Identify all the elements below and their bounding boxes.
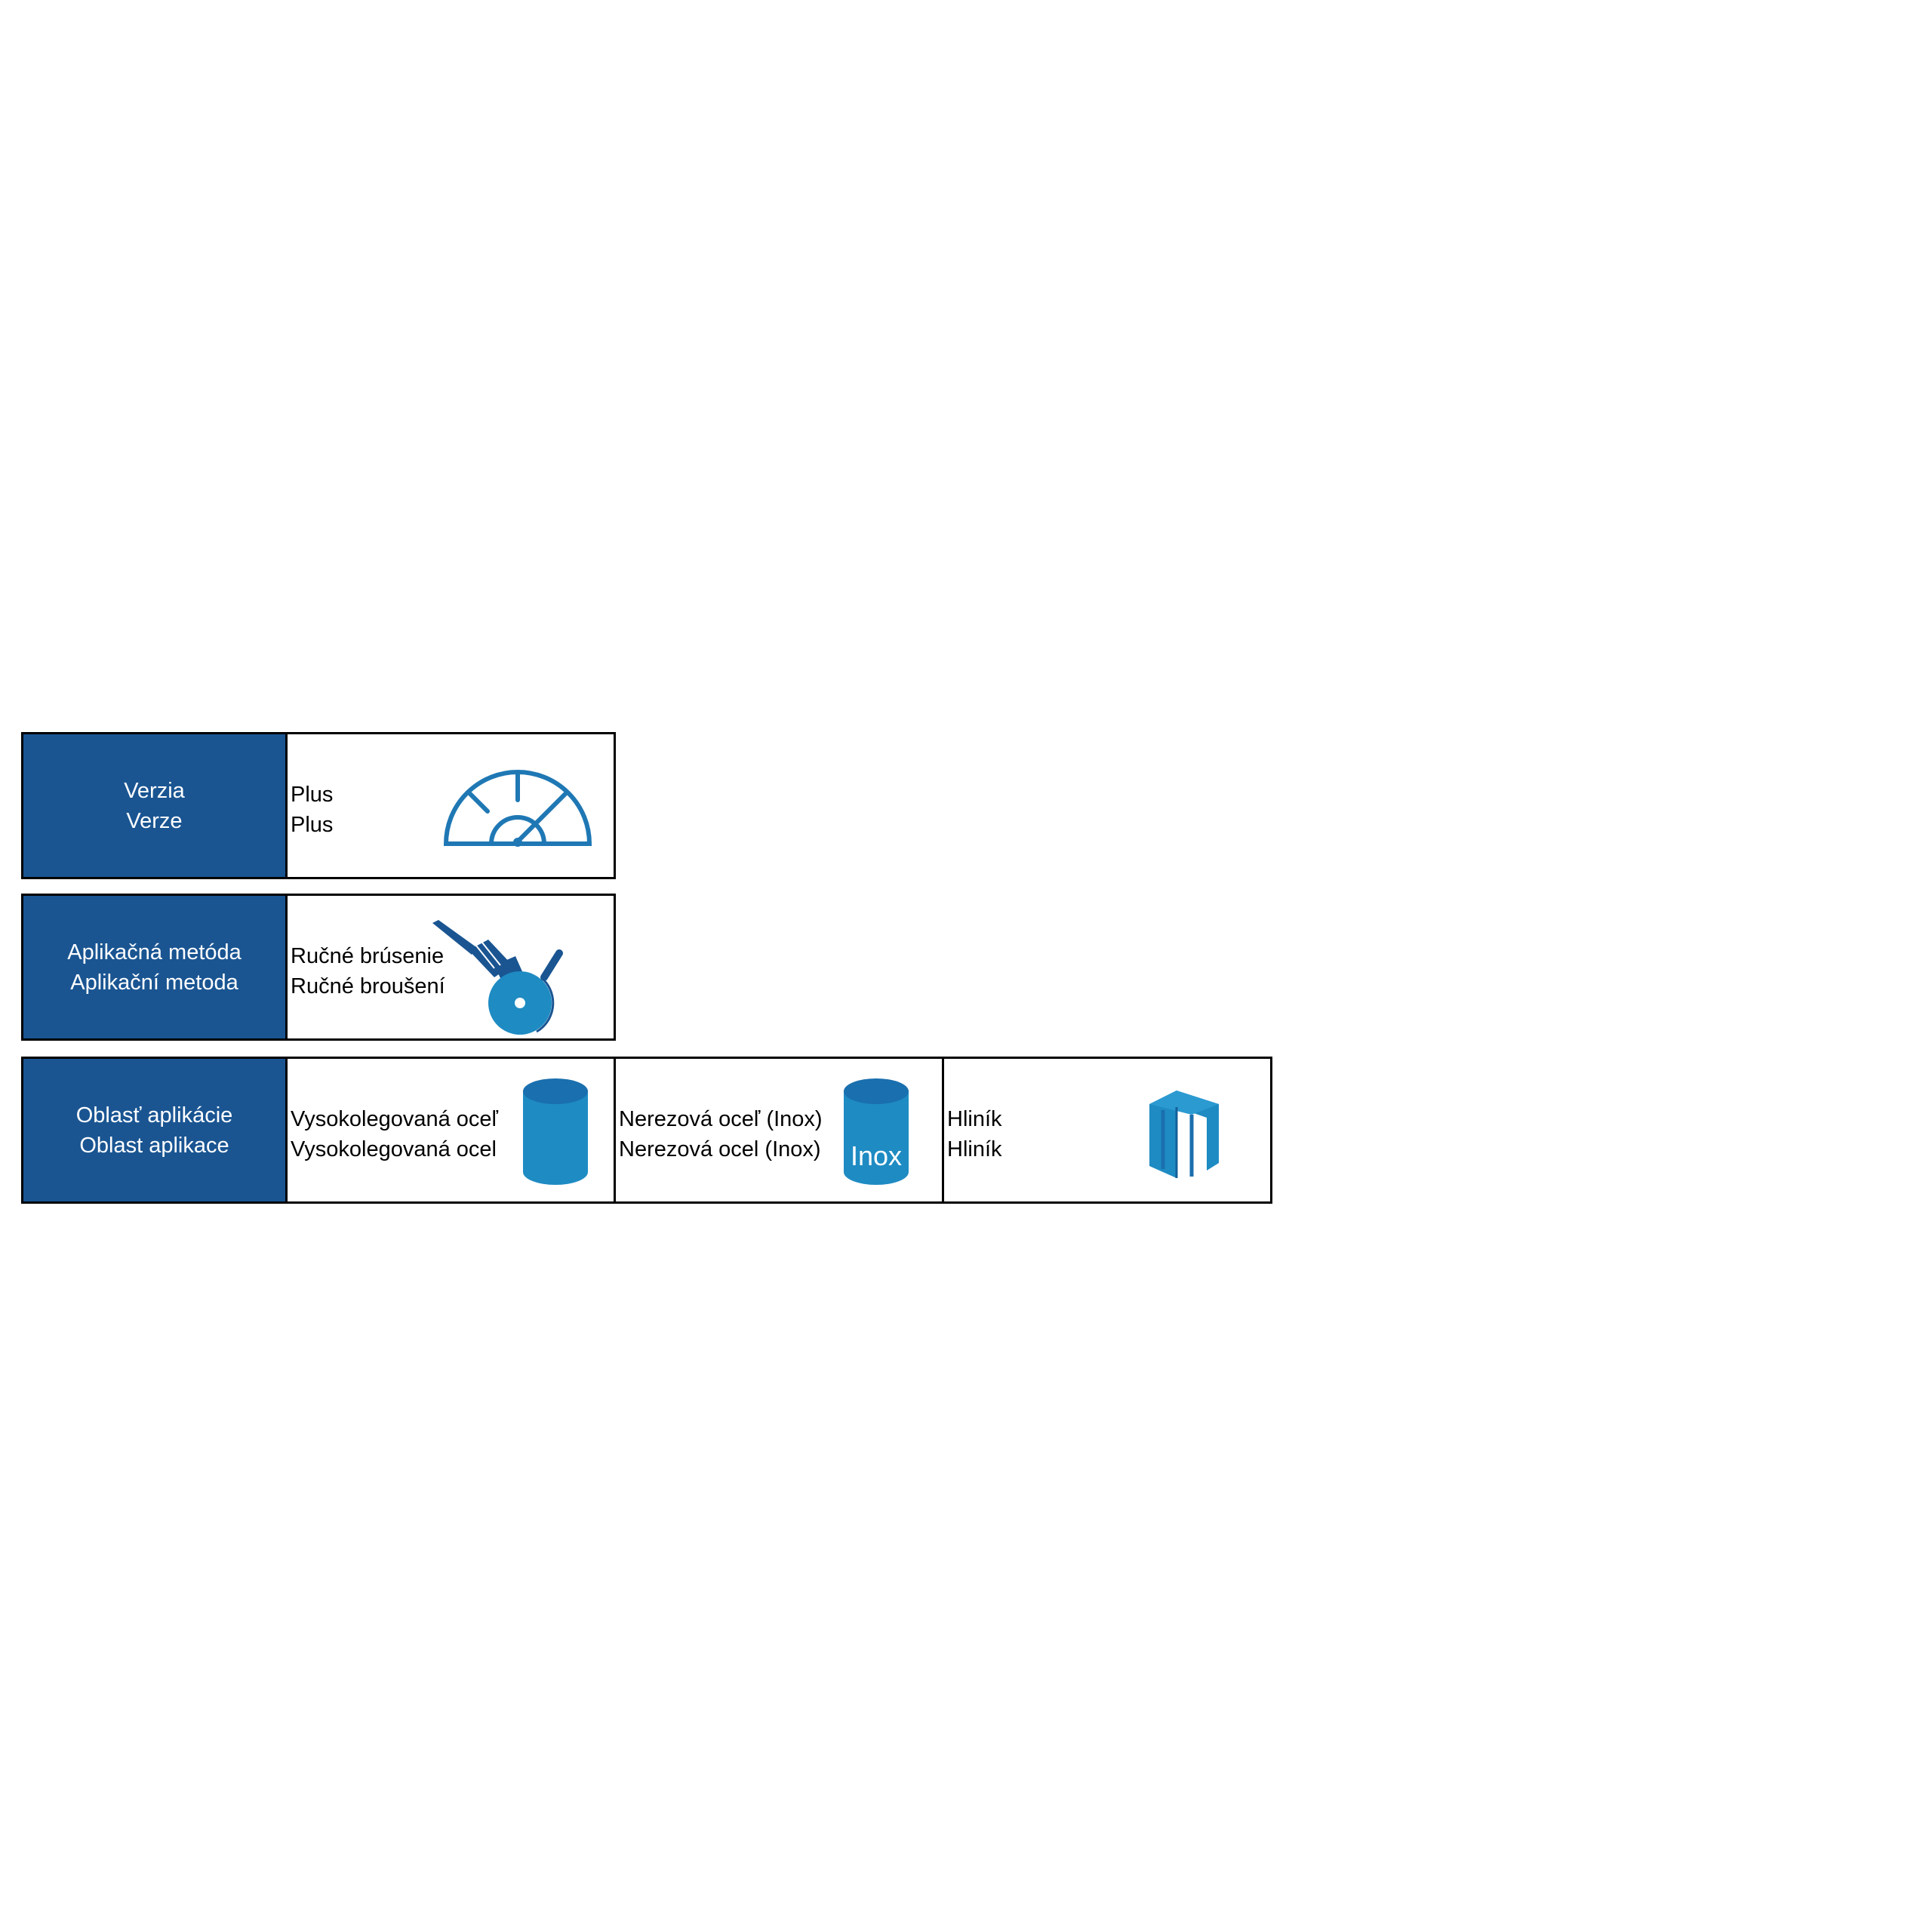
inox-cylinder-icon: Inox — [844, 1078, 909, 1185]
gauge-icon — [443, 770, 592, 847]
inox-label: Inox — [851, 1140, 902, 1171]
cell-stainless-steel: Nerezová oceľ (Inox) Nerezová ocel (Inox… — [614, 1057, 944, 1204]
cell-text: Vysokolegovaná oceľ Vysokolegovaná ocel — [291, 1104, 498, 1164]
steel-cylinder-icon — [523, 1078, 588, 1185]
header-line1: Aplikačná metóda — [67, 940, 242, 964]
header-line2: Oblast aplikace — [79, 1133, 229, 1158]
cell-line1: Hliník — [947, 1107, 1002, 1131]
angle-grinder-icon — [432, 920, 563, 1035]
cell-line1: Ručné brúsenie — [291, 944, 445, 968]
cell-line1: Vysokolegovaná oceľ — [291, 1107, 499, 1131]
header-line2: Aplikační metoda — [70, 970, 238, 995]
header-line1: Verzia — [124, 778, 185, 803]
cell-high-alloy-steel: Vysokolegovaná oceľ Vysokolegovaná ocel — [285, 1057, 616, 1204]
cell-line2: Hliník — [947, 1137, 1002, 1161]
header-line2: Verze — [126, 808, 183, 833]
aluminium-profile-icon — [1149, 1091, 1219, 1178]
cell-line1: Plus — [291, 783, 334, 807]
cell-text: Plus Plus — [291, 780, 333, 840]
cell-text: Ručné brúsenie Ručné broušení — [291, 941, 445, 1001]
cell-line2: Vysokolegovaná ocel — [291, 1137, 497, 1161]
cell-line2: Nerezová ocel (Inox) — [619, 1137, 821, 1161]
cell-line1: Nerezová oceľ (Inox) — [619, 1107, 823, 1131]
cell-text: Hliník Hliník — [947, 1104, 1002, 1164]
cell-line2: Ručné broušení — [291, 974, 445, 998]
cell-manual-grinding: Ručné brúsenie Ručné broušení — [285, 894, 616, 1041]
header-application-area: Oblasť aplikácie Oblast aplikace — [21, 1057, 288, 1204]
cell-version-plus: Plus Plus — [285, 732, 616, 879]
header-version: Verzia Verze — [21, 732, 288, 879]
cell-text: Nerezová oceľ (Inox) Nerezová ocel (Inox… — [619, 1104, 823, 1164]
header-line1: Oblasť aplikácie — [75, 1103, 233, 1128]
cell-aluminium: Hliník Hliník — [942, 1057, 1272, 1204]
header-application-method: Aplikačná metóda Aplikační metoda — [21, 894, 288, 1041]
cell-line2: Plus — [291, 813, 334, 837]
